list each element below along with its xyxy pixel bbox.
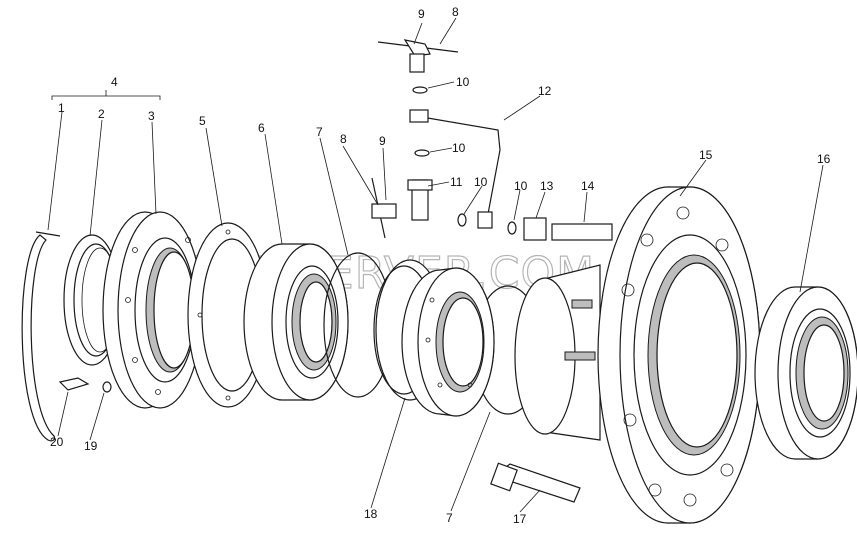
part-spacer-flange bbox=[401, 267, 495, 417]
label-19: 19 bbox=[84, 439, 98, 453]
part-8-9-middle bbox=[371, 177, 397, 239]
label-16: 16 bbox=[817, 152, 831, 166]
part-1-snap-ring bbox=[21, 231, 61, 442]
group-4-bracket bbox=[51, 90, 161, 100]
part-8-9-top bbox=[377, 39, 459, 73]
label-11: 11 bbox=[450, 175, 463, 189]
leader-lines bbox=[47, 17, 824, 513]
part-14-pin bbox=[551, 223, 613, 241]
part-16-bearing bbox=[754, 286, 857, 460]
label-9-top: 9 bbox=[418, 7, 425, 21]
label-2: 2 bbox=[98, 107, 105, 121]
part-6-bearing bbox=[243, 243, 349, 401]
label-10-a: 10 bbox=[456, 75, 470, 89]
label-1: 1 bbox=[58, 101, 65, 115]
label-17: 17 bbox=[513, 512, 527, 526]
part-12-pipe bbox=[409, 109, 501, 229]
label-6: 6 bbox=[258, 121, 265, 135]
part-3-flange-cover bbox=[102, 211, 203, 409]
label-13: 13 bbox=[540, 179, 554, 193]
label-10-c: 10 bbox=[474, 175, 488, 189]
label-12: 12 bbox=[538, 84, 552, 98]
label-14: 14 bbox=[581, 179, 595, 193]
label-8-top: 8 bbox=[452, 5, 459, 19]
label-7-bottom: 7 bbox=[446, 511, 453, 525]
label-15: 15 bbox=[699, 148, 713, 162]
label-4: 4 bbox=[111, 75, 118, 89]
label-8-middle: 8 bbox=[340, 132, 347, 146]
part-10-washers bbox=[412, 86, 517, 235]
label-18: 18 bbox=[364, 507, 378, 521]
part-13-nut bbox=[523, 217, 547, 241]
hub-body bbox=[514, 264, 601, 441]
label-10-b: 10 bbox=[452, 141, 466, 155]
label-5: 5 bbox=[199, 114, 206, 128]
label-10-d: 10 bbox=[514, 179, 528, 193]
label-20: 20 bbox=[50, 435, 64, 449]
part-19-washer bbox=[102, 381, 112, 393]
part-15-hub-flange bbox=[597, 186, 761, 524]
label-9-middle: 9 bbox=[379, 134, 386, 148]
part-17-bolt bbox=[490, 462, 581, 503]
callout-labels: 4 1 2 3 5 6 7 8 9 9 8 10 10 11 10 10 13 … bbox=[50, 5, 831, 526]
part-20-bolt bbox=[58, 377, 90, 391]
label-7-top: 7 bbox=[316, 125, 323, 139]
label-3: 3 bbox=[148, 109, 155, 123]
